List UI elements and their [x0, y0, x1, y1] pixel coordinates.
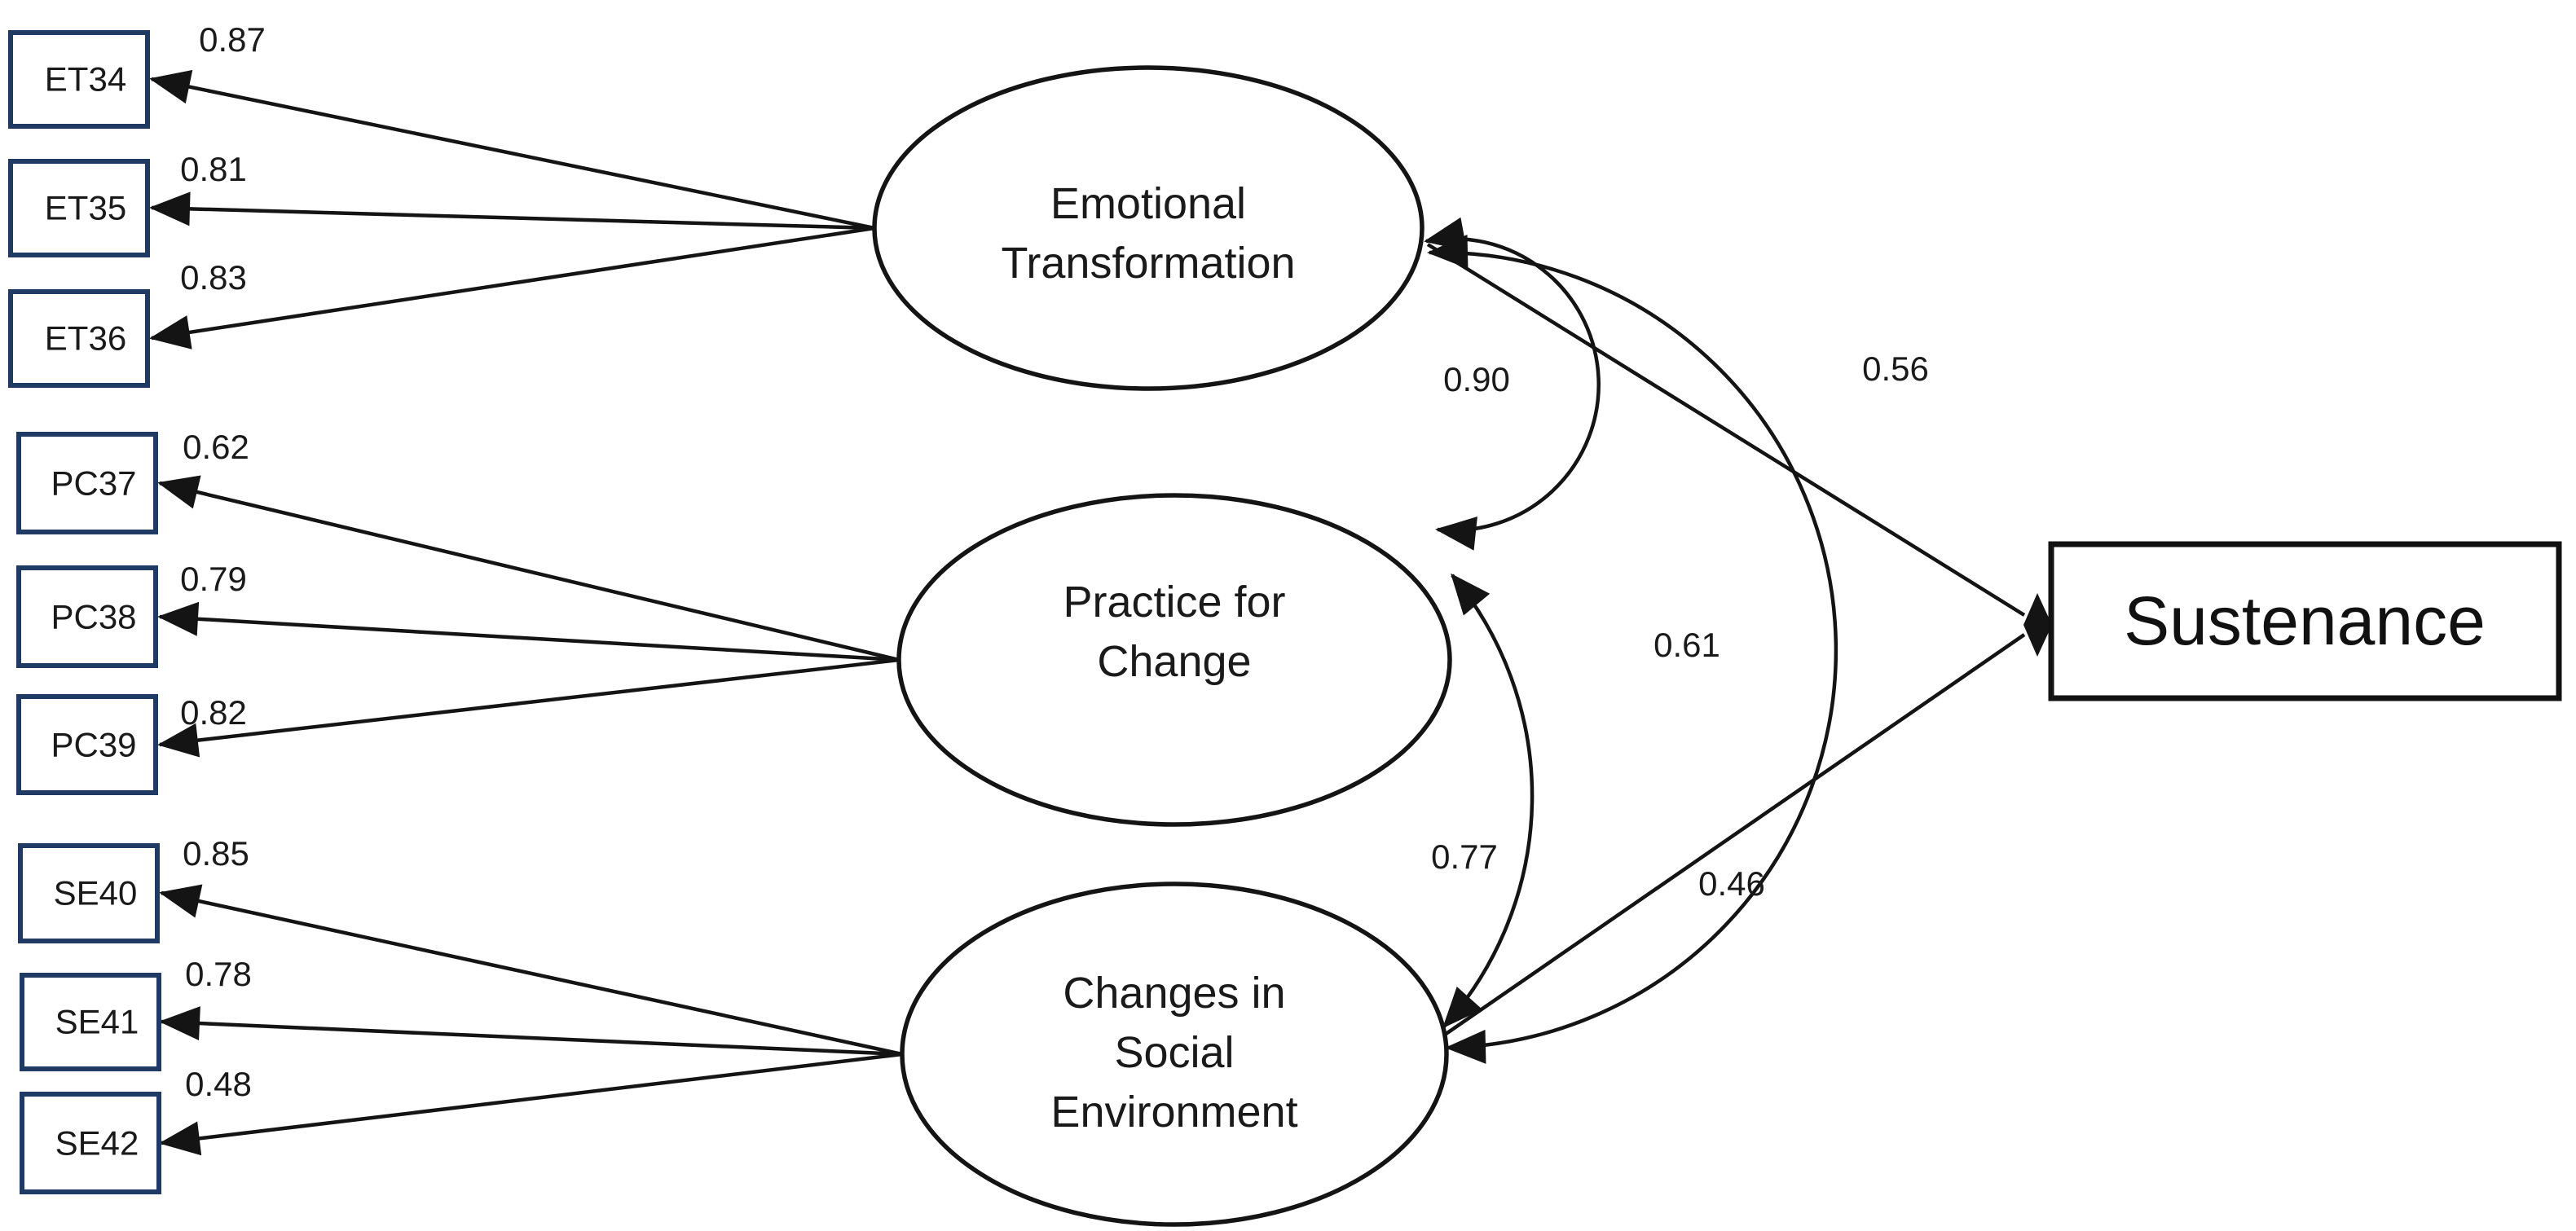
outcome-box: Sustenance [2048, 541, 2562, 701]
indicator-label: ET35 [45, 189, 126, 227]
indicator-label: PC37 [51, 464, 136, 503]
covariance-curve-et-pc [1424, 217, 1601, 551]
latent-ellipse-changes-in-social-environment: Changes in Social Environment [900, 881, 1449, 1227]
diamond-connector [2023, 593, 2052, 657]
latent-label-line: Changes in [1063, 969, 1285, 1018]
indicator-label: PC38 [51, 598, 136, 636]
arrow-pc-pc38 [157, 601, 900, 662]
latent-label-line: Practice for [1063, 578, 1285, 626]
latent-label-line: Social [1114, 1028, 1234, 1077]
loading-labels: 0.87 0.81 0.83 0.62 0.79 0.82 0.85 0.78 … [180, 20, 266, 1103]
indicator-boxes: ET34 ET35 ET36 PC37 PC38 PC39 SE40 SE41 [8, 30, 161, 1194]
covariance-labels: 0.90 0.61 0.77 [1431, 360, 1720, 876]
indicator-label: ET34 [45, 60, 126, 99]
indicator-box-et35: ET35 [8, 159, 150, 257]
indicator-box-et36: ET36 [8, 289, 150, 388]
structural-paths [1426, 243, 2052, 1038]
latent-label-line: Emotional [1050, 179, 1246, 228]
arrow-et-et35 [149, 191, 875, 231]
indicator-label: SE40 [54, 874, 138, 912]
indicator-label: ET36 [45, 319, 126, 358]
indicator-box-se42: SE42 [20, 1092, 161, 1194]
latent-label-line: Transformation [1001, 239, 1295, 288]
outcome-label: Sustenance [2124, 583, 2486, 659]
loading-label-pc39: 0.82 [180, 693, 247, 732]
latent-ellipse-practice-for-change: Practice for Change [896, 493, 1452, 827]
indicator-box-pc37: PC37 [16, 432, 158, 534]
indicator-box-se40: SE40 [18, 843, 160, 943]
loading-label-pc38: 0.79 [180, 560, 247, 598]
indicator-label: SE42 [55, 1124, 139, 1163]
measurement-arrows [149, 69, 903, 1156]
loading-label-se42: 0.48 [185, 1065, 252, 1103]
loading-label-se40: 0.85 [183, 834, 249, 873]
arrow-et-et34 [149, 69, 875, 231]
loading-label-et36: 0.83 [180, 258, 247, 297]
indicator-box-se41: SE41 [20, 973, 161, 1071]
covariance-label-et-pc: 0.90 [1443, 360, 1510, 398]
path-labels: 0.56 0.46 [1698, 350, 1929, 903]
indicator-box-et34: ET34 [8, 30, 150, 129]
arrow-se-se40 [159, 884, 903, 1057]
loading-label-pc37: 0.62 [183, 428, 249, 466]
indicator-box-pc38: PC38 [16, 565, 158, 668]
indicator-label: SE41 [55, 1003, 139, 1041]
covariance-label-pc-se: 0.77 [1431, 838, 1498, 876]
arrow-se-se42 [159, 1052, 903, 1156]
arrow-pc-pc39 [157, 657, 900, 758]
arrow-pc-pc37 [157, 475, 900, 662]
covariance-curves [1424, 217, 1838, 1064]
latent-label-line: Environment [1050, 1088, 1297, 1136]
path-label-se-sustenance: 0.46 [1698, 864, 1765, 903]
indicator-label: PC39 [51, 726, 136, 764]
covariance-curve-pc-se [1442, 573, 1535, 1029]
covariance-label-et-se: 0.61 [1653, 626, 1720, 664]
loading-label-et35: 0.81 [180, 150, 247, 188]
path-label-et-sustenance: 0.56 [1862, 350, 1929, 388]
arrow-se-se41 [159, 1006, 903, 1057]
indicator-box-pc39: PC39 [16, 694, 158, 795]
loading-label-et34: 0.87 [199, 20, 266, 59]
latent-label-line: Change [1097, 637, 1251, 686]
structural-path-se-sustenance [1441, 633, 2026, 1038]
latent-ellipse-emotional-transformation: Emotional Transformation [872, 65, 1425, 391]
arrow-et-et36 [149, 226, 875, 350]
loading-label-se41: 0.78 [185, 955, 252, 993]
covariance-curve-et-se [1427, 235, 1838, 1064]
latent-ellipses: Emotional Transformation Practice for Ch… [872, 65, 1452, 1227]
structural-path-et-sustenance [1426, 243, 2026, 617]
